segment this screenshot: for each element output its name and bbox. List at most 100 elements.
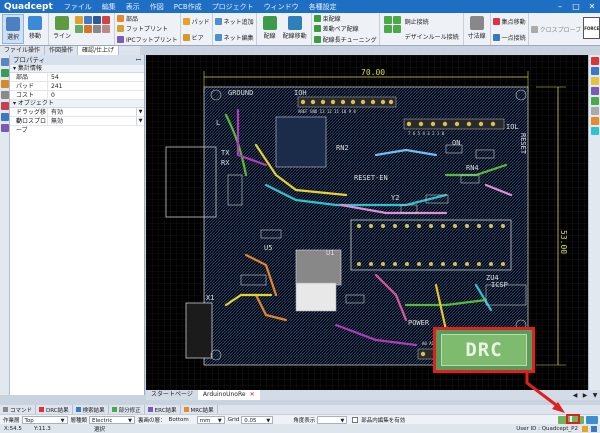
line-button[interactable]: ライン	[51, 14, 73, 44]
fix-icon	[111, 407, 117, 412]
tab-start-page[interactable]: スタートページ	[146, 390, 198, 400]
tab-partial-fix[interactable]: 部分修正	[109, 405, 145, 414]
edit-in-part-checkbox[interactable]	[352, 416, 359, 423]
pin-icon[interactable]: ꟷ	[135, 56, 141, 64]
menu-window[interactable]: ウィンドウ	[263, 2, 299, 11]
label-reset: RESET	[519, 133, 527, 155]
layer-bottom-icon[interactable]	[591, 67, 599, 75]
measure-icon[interactable]	[1, 102, 9, 110]
layer-drill-icon[interactable]	[591, 107, 599, 115]
mrc-check-icon[interactable]	[586, 415, 598, 424]
grid-select[interactable]: 0.05▼	[241, 415, 274, 424]
footprint-button[interactable]: フットプリント	[117, 24, 178, 33]
green-tool2-icon[interactable]	[392, 16, 401, 24]
pad-button[interactable]: パッド	[182, 17, 210, 26]
group-move-button[interactable]: 集点移動	[492, 17, 526, 26]
menu-file[interactable]: ファイル	[63, 2, 92, 11]
green-tool-icon[interactable]	[383, 16, 392, 24]
copper-connect-button[interactable]: 銅止接続	[405, 17, 459, 26]
net-add-button[interactable]: ネット追加	[214, 17, 254, 26]
polygon-icon[interactable]	[75, 25, 83, 33]
menu-settings[interactable]: 各種設定	[308, 2, 337, 11]
tab-command[interactable]: コマンド	[0, 405, 37, 414]
drag-move-select[interactable]: 有効▼	[48, 108, 144, 116]
route-button[interactable]: 配線	[259, 14, 281, 44]
maximize-button[interactable]: □	[572, 2, 580, 11]
label-on: ON	[452, 139, 460, 147]
move-button[interactable]: 移動	[24, 14, 46, 44]
layer-top-icon[interactable]	[591, 57, 599, 65]
erc-check-icon[interactable]	[558, 415, 570, 424]
net-edit-button[interactable]: ネット編集	[214, 33, 254, 42]
next-tab-icon[interactable]: ▶	[582, 391, 588, 399]
back-layer-value: Bottom	[168, 416, 189, 423]
pcb-canvas[interactable]: 70.00 53.00	[146, 55, 588, 390]
minimize-button[interactable]: –	[558, 2, 562, 11]
rect-icon[interactable]	[75, 16, 83, 24]
route-single-button[interactable]: 束配線	[313, 14, 377, 23]
menu-pcb[interactable]: PCB作成	[173, 2, 202, 11]
layer-mask-icon[interactable]	[591, 87, 599, 95]
dimension-button[interactable]: 寸法線	[466, 14, 488, 44]
subtab-finish[interactable]: 確認/仕上げ	[78, 46, 120, 55]
hatch-icon[interactable]	[102, 25, 110, 33]
work-layer-select[interactable]: Top▼	[21, 415, 68, 424]
via-label: ビア	[191, 34, 204, 42]
image-icon[interactable]	[93, 25, 101, 33]
parts-button[interactable]: 部品	[117, 14, 178, 23]
text-icon[interactable]	[93, 16, 101, 24]
app-logo: Quadcept	[4, 1, 53, 12]
menu-draw[interactable]: 作図	[149, 2, 164, 11]
subtab-file[interactable]: ファイル操作	[0, 46, 46, 55]
layer-doc-icon[interactable]	[591, 127, 599, 135]
grid-icon[interactable]	[1, 91, 9, 99]
layer-paste-icon[interactable]	[591, 97, 599, 105]
large-pad	[295, 282, 337, 312]
menu-edit[interactable]: 編集	[101, 2, 116, 11]
green-tool4-icon[interactable]	[392, 25, 401, 33]
layer-silk-icon[interactable]	[591, 77, 599, 85]
chevron-down-icon: ▼	[266, 417, 271, 424]
tab-drc-result[interactable]: DRC結果	[36, 405, 73, 414]
section-object[interactable]: ▾ オブジェクト	[10, 100, 144, 108]
section-totals[interactable]: ▾ 集計情報	[10, 65, 144, 73]
pointer-icon[interactable]	[1, 58, 9, 66]
route-move-button[interactable]: 配線移動	[281, 14, 309, 44]
tuning-button[interactable]: 配線長チューニング	[313, 35, 377, 44]
close-icon[interactable]: ✕	[249, 391, 255, 398]
close-button[interactable]: ✕	[588, 2, 596, 11]
menu-project[interactable]: プロジェクト	[211, 2, 254, 11]
menu-bar: Quadcept ファイル 編集 表示 作図 PCB作成 プロジェクト ウィンド…	[0, 0, 600, 13]
ipc-footprint-button[interactable]: IPCフットプリント	[117, 35, 178, 44]
green-tool3-icon[interactable]	[383, 25, 392, 33]
search-icon[interactable]	[1, 113, 9, 121]
subtab-draw[interactable]: 作図操作	[45, 46, 79, 55]
circle-icon[interactable]	[84, 16, 92, 24]
route-label: 配線	[263, 33, 276, 40]
tab-arduino[interactable]: ArduinoUnoRe✕	[197, 390, 260, 400]
one-point-button[interactable]: 一点接続	[492, 33, 526, 42]
zoom-icon[interactable]	[1, 69, 9, 77]
tab-command-label: コマンド	[10, 407, 33, 414]
filter-icon[interactable]	[1, 124, 9, 132]
prev-tab-icon[interactable]: ◀	[572, 391, 578, 399]
tab-list-icon[interactable]: ▼	[592, 391, 598, 399]
diffpair-button[interactable]: 差動ペア配線	[313, 24, 377, 33]
menu-view[interactable]: 表示	[125, 2, 140, 11]
cross-probe-select[interactable]: 無効▼	[48, 117, 144, 125]
cross-probe-button[interactable]: クロスプローブ	[530, 25, 581, 34]
tab-search-result[interactable]: 検索結果	[73, 405, 109, 414]
layer-outline-icon[interactable]	[591, 117, 599, 125]
arc-icon[interactable]	[102, 16, 110, 24]
via-button[interactable]: ビア	[182, 33, 210, 42]
parts-icon	[117, 14, 124, 22]
angle-select[interactable]: ▼	[317, 415, 348, 424]
fill-icon[interactable]	[84, 25, 92, 33]
unit-select[interactable]: mm▼	[196, 415, 225, 424]
select-button[interactable]: 選択	[2, 14, 24, 44]
layer-type-select[interactable]: Electric▼	[89, 415, 136, 424]
tab-mrc-result[interactable]: MRC結果	[181, 405, 218, 414]
layer-icon[interactable]	[1, 80, 9, 88]
design-rule-button[interactable]: デザインルール接続	[405, 32, 459, 41]
tab-erc-result[interactable]: ERC結果	[145, 405, 181, 414]
